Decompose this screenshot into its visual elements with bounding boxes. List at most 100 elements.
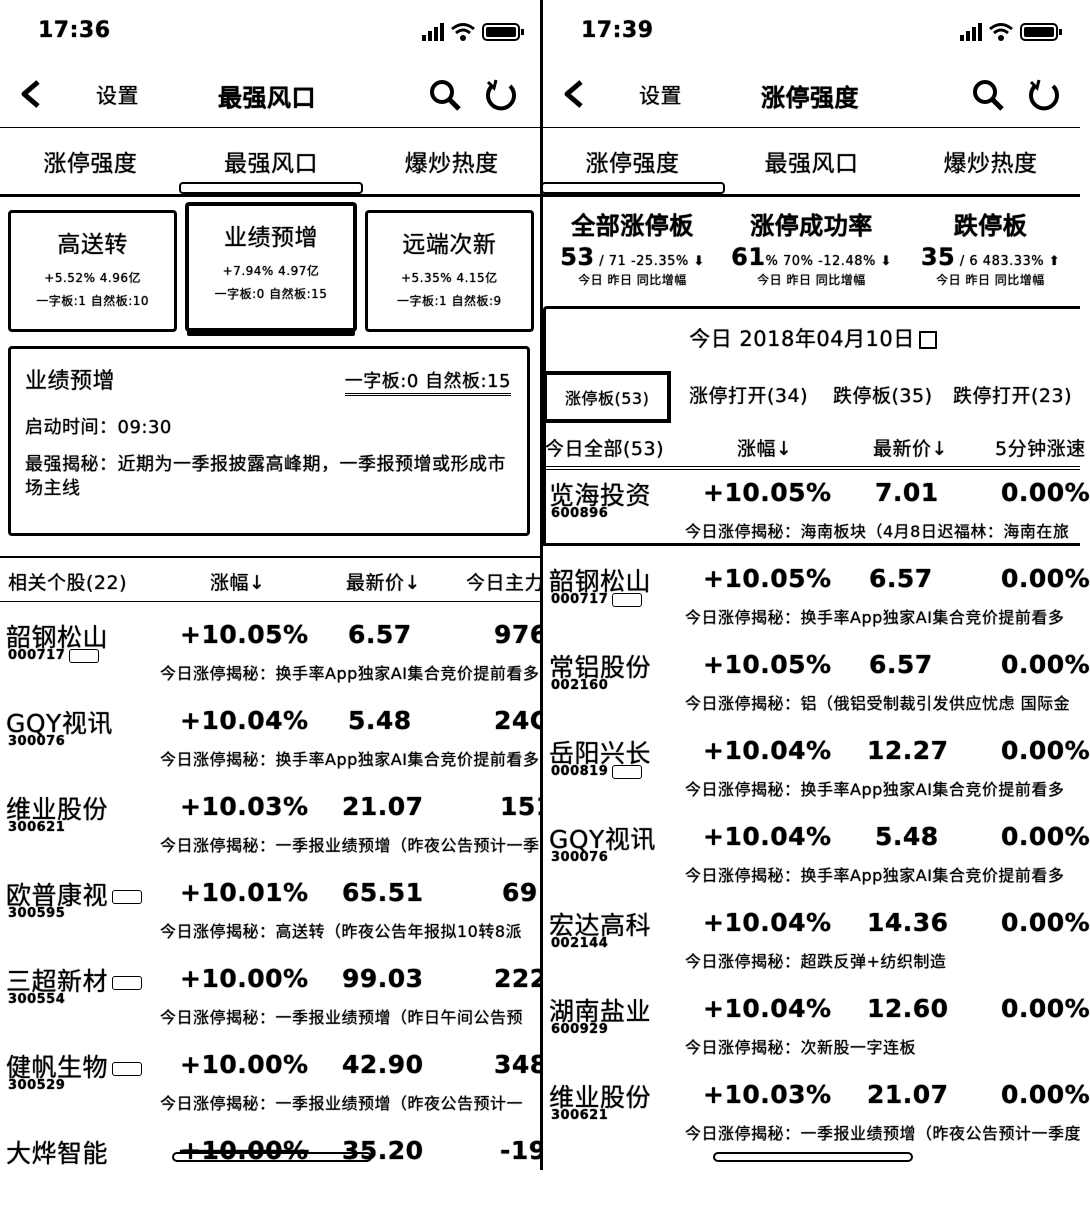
battery-icon bbox=[482, 23, 524, 41]
settings-button[interactable]: 设置 bbox=[96, 84, 139, 108]
wifi-icon bbox=[989, 23, 1013, 41]
latest-price: 6.57 bbox=[869, 650, 933, 679]
change-percent: +10.05% bbox=[180, 620, 309, 649]
left-screen: 17:36 设置 最强风口 涨停强度 最强风口 爆炒热度 高送转 +5.52% … bbox=[0, 0, 553, 1170]
table-row[interactable]: 韶钢松山 000717 +10.05% 6.57 0.00% 今日涨停揭秘：换手… bbox=[543, 562, 1090, 648]
stock-name: 健帆生物 bbox=[6, 1053, 109, 1082]
back-arrow-icon[interactable] bbox=[557, 76, 593, 112]
stock-name-line: 欧普康视 bbox=[6, 876, 143, 912]
limit-reason: 今日涨停揭秘：一季报业绩预增（昨夜公告预计一季度 bbox=[685, 1124, 1082, 1143]
summary-change: -12.48% bbox=[818, 254, 876, 269]
five-min-speed: 0.00% bbox=[1001, 736, 1090, 765]
date-picker[interactable]: 今日 2018年04月10日 bbox=[546, 323, 1080, 353]
col-all-today[interactable]: 今日全部(53) bbox=[545, 438, 665, 460]
table-row[interactable]: 湖南盐业 600929 +10.04% 12.60 0.00% 今日涨停揭秘：次… bbox=[543, 992, 1090, 1078]
latest-price: 6.57 bbox=[348, 620, 412, 649]
table-row[interactable]: GQY视讯 300076 +10.04% 5.48 0.00% 今日涨停揭秘：换… bbox=[543, 820, 1090, 906]
margin-tag-icon bbox=[612, 592, 643, 607]
status-bar: 17:36 bbox=[0, 18, 542, 52]
stock-code: 300529 bbox=[8, 1078, 66, 1093]
col-5min-speed[interactable]: 5分钟涨速 bbox=[995, 438, 1086, 460]
table-row[interactable]: 欧普康视 300595 +10.01% 65.51 69 今日涨停揭秘：高送转（… bbox=[0, 876, 542, 962]
wifi-icon bbox=[451, 23, 475, 41]
tab-strongest-theme[interactable]: 最强风口 bbox=[764, 151, 859, 177]
tab-limit-strength[interactable]: 涨停强度 bbox=[543, 140, 722, 194]
summary-limit-down[interactable]: 跌停板 35 / 6 483.33% ⬆ 今日 昨日 同比增幅 bbox=[901, 206, 1080, 296]
stock-code-line: 000717 bbox=[8, 648, 100, 663]
latest-price: 6.57 bbox=[869, 564, 933, 593]
stock-name: 湖南盐业 bbox=[549, 997, 652, 1026]
search-icon[interactable] bbox=[426, 76, 464, 114]
nav-divider bbox=[543, 127, 1080, 128]
refresh-icon[interactable] bbox=[482, 76, 520, 114]
theme-card[interactable]: 远端次新 +5.35% 4.15亿 一字板:1 自然板:9 bbox=[364, 210, 534, 332]
signal-icon bbox=[422, 23, 444, 41]
summary-success-rate[interactable]: 涨停成功率 61% 70% -12.48% ⬇ 今日 昨日 同比增幅 bbox=[722, 206, 901, 296]
calendar-icon bbox=[918, 331, 937, 349]
theme-card-selected[interactable]: 业绩预增 +7.94% 4.97亿 一字板:0 自然板:15 bbox=[185, 202, 357, 332]
page-title: 最强风口 bbox=[218, 84, 316, 112]
summary-change: -25.35% bbox=[630, 254, 689, 269]
home-indicator[interactable] bbox=[172, 1152, 372, 1162]
back-arrow-icon[interactable] bbox=[14, 76, 50, 112]
subtab-limit-up[interactable]: 涨停板(53) bbox=[543, 371, 672, 423]
table-row[interactable]: 宏达高科 002144 +10.04% 14.36 0.00% 今日涨停揭秘：超… bbox=[543, 906, 1090, 992]
col-price-sort[interactable]: 最新价↓ bbox=[346, 572, 421, 594]
limit-reason: 今日涨停揭秘：铝（俄铝受制裁引发供应忧虑 国际金 bbox=[685, 694, 1071, 713]
tab-limit-strength[interactable]: 涨停强度 bbox=[43, 151, 138, 177]
table-row[interactable]: 健帆生物 300529 +10.00% 42.90 348 今日涨停揭秘：一季报… bbox=[0, 1048, 547, 1134]
theme-card-stat: +5.35% 4.15亿 bbox=[400, 271, 498, 285]
summary-change: 483.33% bbox=[982, 254, 1045, 269]
refresh-icon[interactable] bbox=[1025, 76, 1063, 114]
stock-name: 岳阳兴长 bbox=[549, 739, 652, 768]
search-icon[interactable] bbox=[969, 76, 1007, 114]
stock-code: 000717 bbox=[551, 592, 609, 607]
tab-hype-heat[interactable]: 爆炒热度 bbox=[404, 151, 499, 177]
latest-price: 12.60 bbox=[867, 994, 949, 1023]
stock-name: 韶钢松山 bbox=[549, 567, 652, 596]
stock-name: GQY视讯 bbox=[6, 709, 113, 738]
col-change-sort[interactable]: 涨幅↓ bbox=[737, 438, 793, 460]
subtab-limit-down-opened[interactable]: 跌停打开(23) bbox=[953, 385, 1073, 407]
summary-title: 全部涨停板 bbox=[571, 212, 694, 240]
table-row[interactable]: 常铝股份 002160 +10.05% 6.57 0.00% 今日涨停揭秘：铝（… bbox=[543, 648, 1090, 734]
margin-tag-icon bbox=[69, 648, 100, 663]
settings-button[interactable]: 设置 bbox=[639, 84, 682, 108]
summary-title: 跌停板 bbox=[953, 212, 1028, 240]
five-min-speed: 0.00% bbox=[1001, 994, 1090, 1023]
theme-card[interactable]: 高送转 +5.52% 4.96亿 一字板:1 自然板:10 bbox=[8, 210, 178, 332]
subtab-limit-up-opened[interactable]: 涨停打开(34) bbox=[689, 385, 809, 407]
date-panel: 今日 2018年04月10日 涨停板(53) 涨停打开(34) 跌停板(35) … bbox=[543, 306, 1080, 546]
stock-code: 300621 bbox=[551, 1108, 609, 1123]
table-row[interactable]: 岳阳兴长 000819 +10.04% 12.27 0.00% 今日涨停揭秘：换… bbox=[543, 734, 1090, 820]
latest-price: 7.01 bbox=[875, 478, 939, 507]
margin-tag-icon bbox=[112, 976, 143, 990]
change-percent: +10.05% bbox=[703, 650, 832, 679]
summary-labels: 今日 昨日 同比增幅 bbox=[757, 273, 866, 287]
change-percent: +10.01% bbox=[180, 878, 309, 907]
col-change-sort[interactable]: 涨幅↓ bbox=[210, 572, 266, 594]
table-row[interactable]: GQY视讯 300076 +10.04% 5.48 24C 今日涨停揭秘：换手率… bbox=[0, 704, 548, 790]
table-row[interactable]: 维业股份 300621 +10.03% 21.07 151 今日涨停揭秘：一季报… bbox=[0, 790, 553, 876]
home-indicator[interactable] bbox=[713, 1152, 913, 1162]
margin-tag-icon bbox=[112, 890, 143, 904]
tab-hype-heat[interactable]: 爆炒热度 bbox=[943, 151, 1038, 177]
summary-all-limit-up[interactable]: 全部涨停板 53 / 71 -25.35% ⬇ 今日 昨日 同比增幅 bbox=[543, 206, 722, 296]
table-row[interactable]: 韶钢松山 000717 +10.05% 6.57 976 今日涨停揭秘：换手率A… bbox=[0, 618, 547, 704]
table-row[interactable]: 维业股份 300621 +10.03% 21.07 0.00% 今日涨停揭秘：一… bbox=[543, 1078, 1090, 1164]
change-percent: +10.04% bbox=[180, 706, 309, 735]
subtab-limit-down[interactable]: 跌停板(35) bbox=[833, 385, 933, 407]
theme-board-count[interactable]: 一字板:0 自然板:15 bbox=[344, 367, 511, 396]
table-row[interactable]: 大烨智能 +10.00% 35.20 -19 bbox=[0, 1134, 546, 1220]
col-price-sort[interactable]: 最新价↓ bbox=[873, 438, 948, 460]
latest-price: 21.07 bbox=[342, 792, 424, 821]
main-force-value: 69 bbox=[502, 878, 538, 907]
limit-reason: 今日涨停揭秘：海南板块（4月8日迟福林：海南在旅 bbox=[685, 522, 1070, 541]
table-row[interactable]: 三超新材 300554 +10.00% 99.03 222 今日涨停揭秘：一季报… bbox=[0, 962, 547, 1048]
table-row[interactable]: 览海投资 600896 +10.05% 7.01 0.00% 今日涨停揭秘：海南… bbox=[543, 476, 1090, 562]
stock-name-line: 三超新材 bbox=[6, 962, 143, 998]
stock-code: 300076 bbox=[8, 734, 66, 749]
col-main-force[interactable]: 今日主力 bbox=[466, 572, 545, 594]
change-percent: +10.05% bbox=[703, 564, 832, 593]
tab-strongest-theme[interactable]: 最强风口 bbox=[181, 140, 362, 194]
